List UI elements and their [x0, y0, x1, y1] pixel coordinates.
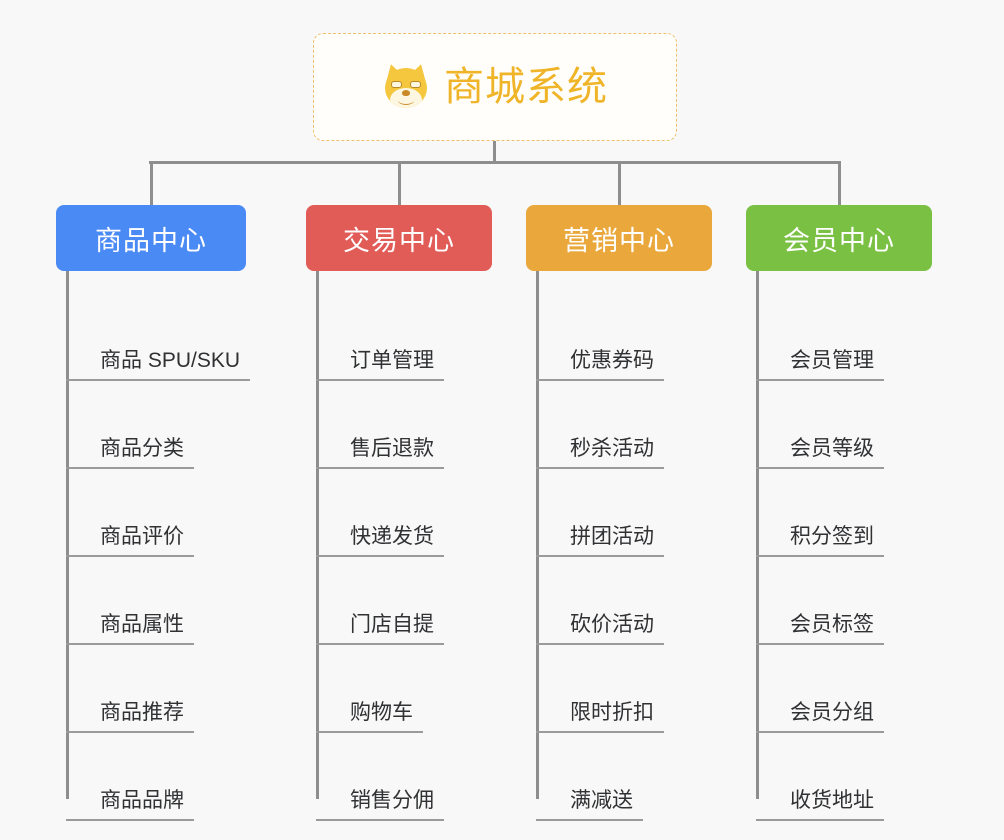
leaf-item-label: 砍价活动: [570, 613, 654, 636]
leaf-item-rule: [756, 555, 884, 557]
leaf-item-rule: [66, 379, 250, 381]
leaf-item-label: 积分签到: [790, 525, 874, 548]
branch-spine-connector: [66, 271, 69, 799]
leaf-item-label: 商品分类: [100, 437, 184, 460]
leaf-item-rule: [536, 819, 643, 821]
leaf-item-rule: [756, 643, 884, 645]
leaf-item-rule: [536, 379, 664, 381]
leaf-item-rule: [536, 467, 664, 469]
leaf-item-rule: [66, 467, 194, 469]
branch-header-label: 营销中心: [563, 225, 675, 256]
branch-header-4[interactable]: 会员中心: [746, 205, 932, 271]
leaf-item-label: 会员标签: [790, 613, 874, 636]
leaf-item-label: 商品品牌: [100, 789, 184, 812]
leaf-item-label: 购物车: [350, 701, 413, 724]
leaf-item-rule: [316, 555, 444, 557]
branch-column: 营销中心优惠券码秒杀活动拼团活动砍价活动限时折扣满减送: [526, 205, 712, 821]
leaf-item-label: 订单管理: [350, 349, 434, 372]
branch-bus-connector: [149, 161, 840, 164]
leaf-item-rule: [756, 819, 884, 821]
root-title: 商城系统: [444, 65, 608, 109]
leaf-item-rule: [316, 731, 423, 733]
leaf-item-label: 满减送: [570, 789, 633, 812]
branch-drop-connector: [618, 161, 621, 205]
branch-spine-connector: [756, 271, 759, 799]
leaf-item-label: 秒杀活动: [570, 437, 654, 460]
leaf-item-label: 优惠券码: [570, 349, 654, 372]
leaf-item-label: 售后退款: [350, 437, 434, 460]
leaf-item-label: 拼团活动: [570, 525, 654, 548]
leaf-item-label: 快递发货: [350, 525, 434, 548]
branch-spine-connector: [536, 271, 539, 799]
leaf-item-label: 会员等级: [790, 437, 874, 460]
leaf-item-rule: [66, 555, 194, 557]
branch-header-3[interactable]: 营销中心: [526, 205, 712, 271]
branch-header-label: 商品中心: [95, 225, 207, 256]
leaf-item-label: 会员管理: [790, 349, 874, 372]
leaf-item-label: 商品评价: [100, 525, 184, 548]
leaf-item-label: 商品属性: [100, 613, 184, 636]
branch-column: 会员中心会员管理会员等级积分签到会员标签会员分组收货地址: [746, 205, 932, 821]
leaf-item-label: 会员分组: [790, 701, 874, 724]
leaf-item-label: 收货地址: [790, 789, 874, 812]
leaf-item-rule: [316, 819, 444, 821]
leaf-item-rule: [316, 467, 444, 469]
leaf-item-rule: [536, 555, 664, 557]
leaf-item-rule: [66, 643, 194, 645]
leaf-item-rule: [536, 643, 664, 645]
leaf-item-rule: [756, 379, 884, 381]
leaf-item-rule: [316, 379, 444, 381]
leaf-item-label: 商品 SPU/SKU: [100, 349, 241, 372]
branch-drop-connector: [838, 161, 841, 205]
root-trunk-connector: [493, 141, 496, 163]
branch-header-label: 会员中心: [783, 225, 895, 256]
leaf-item-rule: [66, 731, 194, 733]
branch-column: 商品中心商品 SPU/SKU 商品分类商品评价商品属性商品推荐商品品牌: [56, 205, 250, 821]
branch-drop-connector: [150, 161, 153, 205]
leaf-item-label: 销售分佣: [350, 789, 434, 812]
dog-face-icon: [382, 61, 430, 111]
leaf-item-label: 限时折扣: [570, 701, 654, 724]
branch-header-2[interactable]: 交易中心: [306, 205, 492, 271]
leaf-item-rule: [756, 467, 884, 469]
branch-spine-connector: [316, 271, 319, 799]
leaf-item-rule: [66, 819, 194, 821]
branch-header-label: 交易中心: [343, 225, 455, 256]
leaf-item-label: 商品推荐: [100, 701, 184, 724]
branch-header-1[interactable]: 商品中心: [56, 205, 246, 271]
leaf-item-rule: [316, 643, 444, 645]
branch-drop-connector: [398, 161, 401, 205]
branch-column: 交易中心订单管理售后退款快递发货门店自提购物车销售分佣: [306, 205, 492, 821]
leaf-item-rule: [536, 731, 664, 733]
root-node[interactable]: 商城系统: [313, 33, 677, 141]
leaf-item-rule: [756, 731, 884, 733]
leaf-item-label: 门店自提: [350, 613, 434, 636]
